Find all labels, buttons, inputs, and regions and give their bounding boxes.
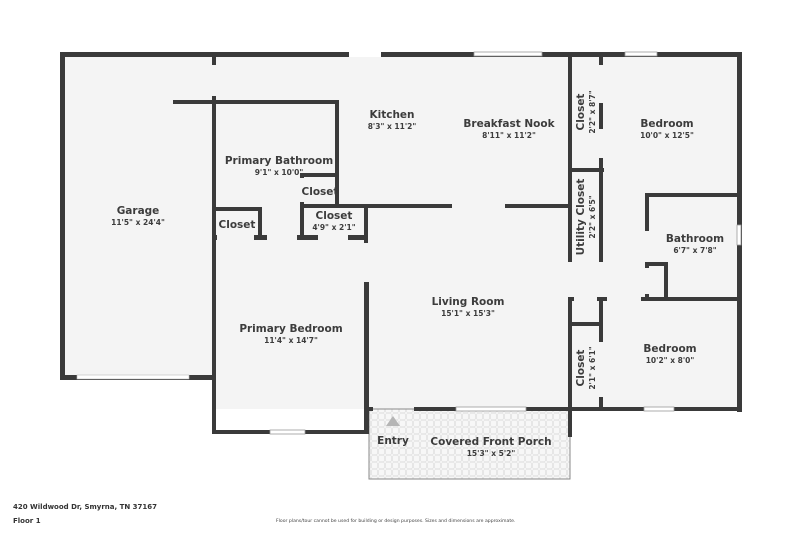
svg-text:6'7" x 7'8": 6'7" x 7'8" <box>673 246 716 255</box>
room-primary-bedroom: Primary Bedroom 11'4" x 14'7" <box>239 323 342 345</box>
svg-text:Entry: Entry <box>377 435 409 447</box>
svg-text:15'3" x 5'2": 15'3" x 5'2" <box>467 449 516 458</box>
svg-text:Breakfast Nook: Breakfast Nook <box>463 118 555 130</box>
property-address: 420 Wildwood Dr, Smyrna, TN 37167 <box>13 503 158 511</box>
porch-floor <box>368 408 571 480</box>
room-garage: Garage 11'5" x 24'4" <box>111 205 165 227</box>
windows-and-openings <box>76 51 742 435</box>
svg-text:10'2" x 8'0": 10'2" x 8'0" <box>646 356 695 365</box>
room-breakfast-nook: Breakfast Nook 8'11" x 11'2" <box>463 118 555 140</box>
room-living-room: Living Room 15'1" x 15'3" <box>432 296 505 318</box>
room-closet-bath: Closet <box>302 186 339 198</box>
svg-text:Covered Front Porch: Covered Front Porch <box>430 436 551 448</box>
svg-text:2'1" x 6'1": 2'1" x 6'1" <box>588 346 597 389</box>
room-covered-front-porch: Covered Front Porch 15'3" x 5'2" <box>430 436 551 458</box>
disclaimer: Floor plans/tour cannot be used for buil… <box>276 519 516 524</box>
svg-text:Utility Closet: Utility Closet <box>575 179 587 256</box>
floor-fill <box>62 54 739 437</box>
svg-text:Bedroom: Bedroom <box>643 343 696 355</box>
svg-text:Living Room: Living Room <box>432 296 505 308</box>
svg-text:15'1" x 15'3": 15'1" x 15'3" <box>441 309 495 318</box>
room-closet-lower-right: Closet 2'1" x 6'1" <box>575 346 597 389</box>
room-closet-top-right: Closet 2'2" x 8'7" <box>575 90 597 133</box>
svg-text:Closet: Closet <box>219 219 256 231</box>
svg-text:4'9" x 2'1": 4'9" x 2'1" <box>312 223 355 232</box>
svg-text:Closet: Closet <box>575 350 587 387</box>
room-primary-bathroom: Primary Bathroom 9'1" x 10'0" <box>225 155 333 177</box>
room-closet-hall: Closet 4'9" x 2'1" <box>312 210 355 232</box>
svg-text:Primary Bedroom: Primary Bedroom <box>239 323 342 335</box>
svg-text:11'4" x 14'7": 11'4" x 14'7" <box>264 336 318 345</box>
svg-text:8'3" x 11'2": 8'3" x 11'2" <box>368 122 417 131</box>
room-entry: Entry <box>377 435 409 447</box>
svg-text:Closet: Closet <box>575 94 587 131</box>
room-utility-closet: Utility Closet 2'2" x 6'5" <box>575 179 597 256</box>
svg-text:9'1" x 10'0": 9'1" x 10'0" <box>255 168 304 177</box>
svg-text:Closet: Closet <box>302 186 339 198</box>
room-closet-left: Closet <box>219 219 256 231</box>
svg-text:2'2" x 8'7": 2'2" x 8'7" <box>588 90 597 133</box>
svg-text:11'5" x 24'4": 11'5" x 24'4" <box>111 218 165 227</box>
svg-text:10'0" x 12'5": 10'0" x 12'5" <box>640 131 694 140</box>
svg-text:Kitchen: Kitchen <box>369 109 414 121</box>
svg-text:Closet: Closet <box>316 210 353 222</box>
svg-text:Bedroom: Bedroom <box>640 118 693 130</box>
room-bedroom-upper: Bedroom 10'0" x 12'5" <box>640 118 694 140</box>
svg-text:Garage: Garage <box>117 205 160 217</box>
room-bedroom-lower: Bedroom 10'2" x 8'0" <box>643 343 696 365</box>
room-bathroom: Bathroom 6'7" x 7'8" <box>666 233 724 255</box>
svg-text:2'2" x 6'5": 2'2" x 6'5" <box>588 195 597 238</box>
svg-text:Primary Bathroom: Primary Bathroom <box>225 155 333 167</box>
svg-text:8'11" x 11'2": 8'11" x 11'2" <box>482 131 536 140</box>
floor-label: Floor 1 <box>13 517 41 525</box>
entry-arrow-icon <box>386 416 400 426</box>
svg-text:Bathroom: Bathroom <box>666 233 724 245</box>
room-kitchen: Kitchen 8'3" x 11'2" <box>368 109 417 131</box>
